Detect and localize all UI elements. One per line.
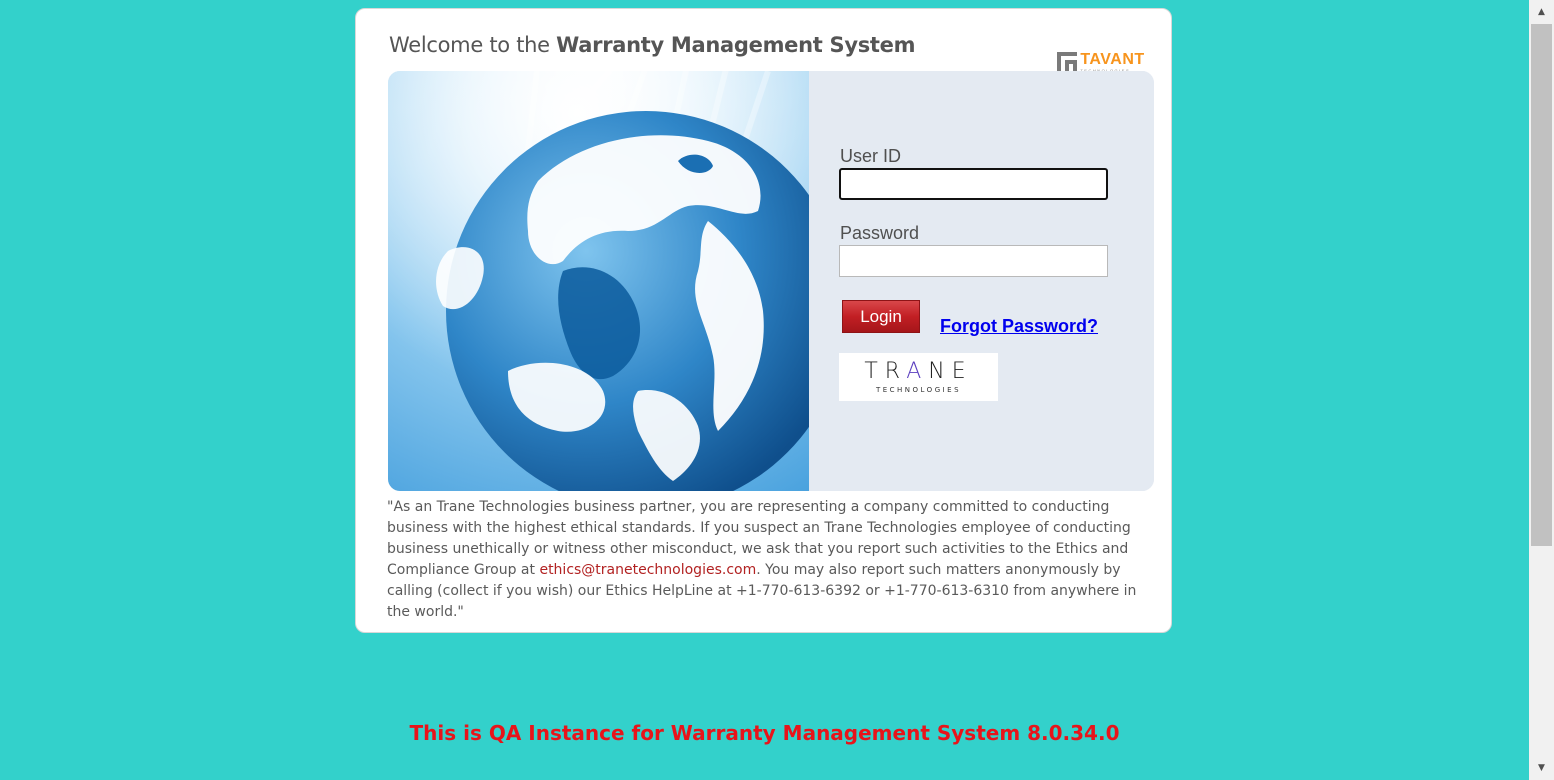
qa-instance-notice: This is QA Instance for Warranty Managem…: [409, 721, 1120, 745]
login-panel: User ID Password Login Forgot Password? …: [388, 71, 1154, 491]
password-input[interactable]: [839, 245, 1108, 277]
scroll-up-icon[interactable]: ▲: [1538, 7, 1545, 17]
user-id-label: User ID: [840, 146, 902, 166]
ethics-statement: "As an Trane Technologies business partn…: [387, 497, 1157, 623]
globe-icon: [388, 71, 809, 491]
ethics-email: ethics@tranetechnologies.com: [539, 562, 757, 578]
forgot-password-link[interactable]: Forgot Password?: [940, 316, 1099, 336]
user-id-input[interactable]: [839, 168, 1108, 200]
trane-letter-e: E: [951, 358, 973, 384]
tavant-name: TAVANT: [1080, 50, 1145, 68]
globe-image: [388, 71, 809, 491]
scroll-thumb[interactable]: [1531, 24, 1552, 546]
welcome-title: Welcome to the Warranty Management Syste…: [389, 33, 915, 57]
ethics-text-part1: "As an Trane Technologies business partn…: [387, 499, 1131, 578]
trane-technologies-logo: TRANE TECHNOLOGIES: [839, 353, 998, 401]
trane-subtitle: TECHNOLOGIES: [875, 385, 962, 394]
trane-letter-r: R: [884, 358, 907, 384]
tavant-mark-icon: [1057, 52, 1078, 72]
login-form: User ID Password Login Forgot Password? …: [809, 71, 1154, 491]
scroll-down-icon[interactable]: ▼: [1538, 763, 1545, 773]
password-label: Password: [840, 223, 920, 243]
welcome-system-name: Warranty Management System: [556, 33, 916, 57]
ethics-text-part2: . You may also report such matters anony…: [387, 562, 1137, 620]
tavant-subtitle: TECHNOLOGIES: [1080, 67, 1131, 73]
welcome-prefix: Welcome to the: [389, 33, 550, 57]
trane-letter-a: A: [906, 358, 929, 384]
trane-letter-t: T: [864, 358, 885, 384]
trane-letter-n: N: [928, 358, 952, 384]
login-card: Welcome to the Warranty Management Syste…: [355, 8, 1172, 633]
login-button[interactable]: Login: [842, 300, 920, 333]
vertical-scrollbar[interactable]: ▲ ▼: [1529, 0, 1554, 780]
